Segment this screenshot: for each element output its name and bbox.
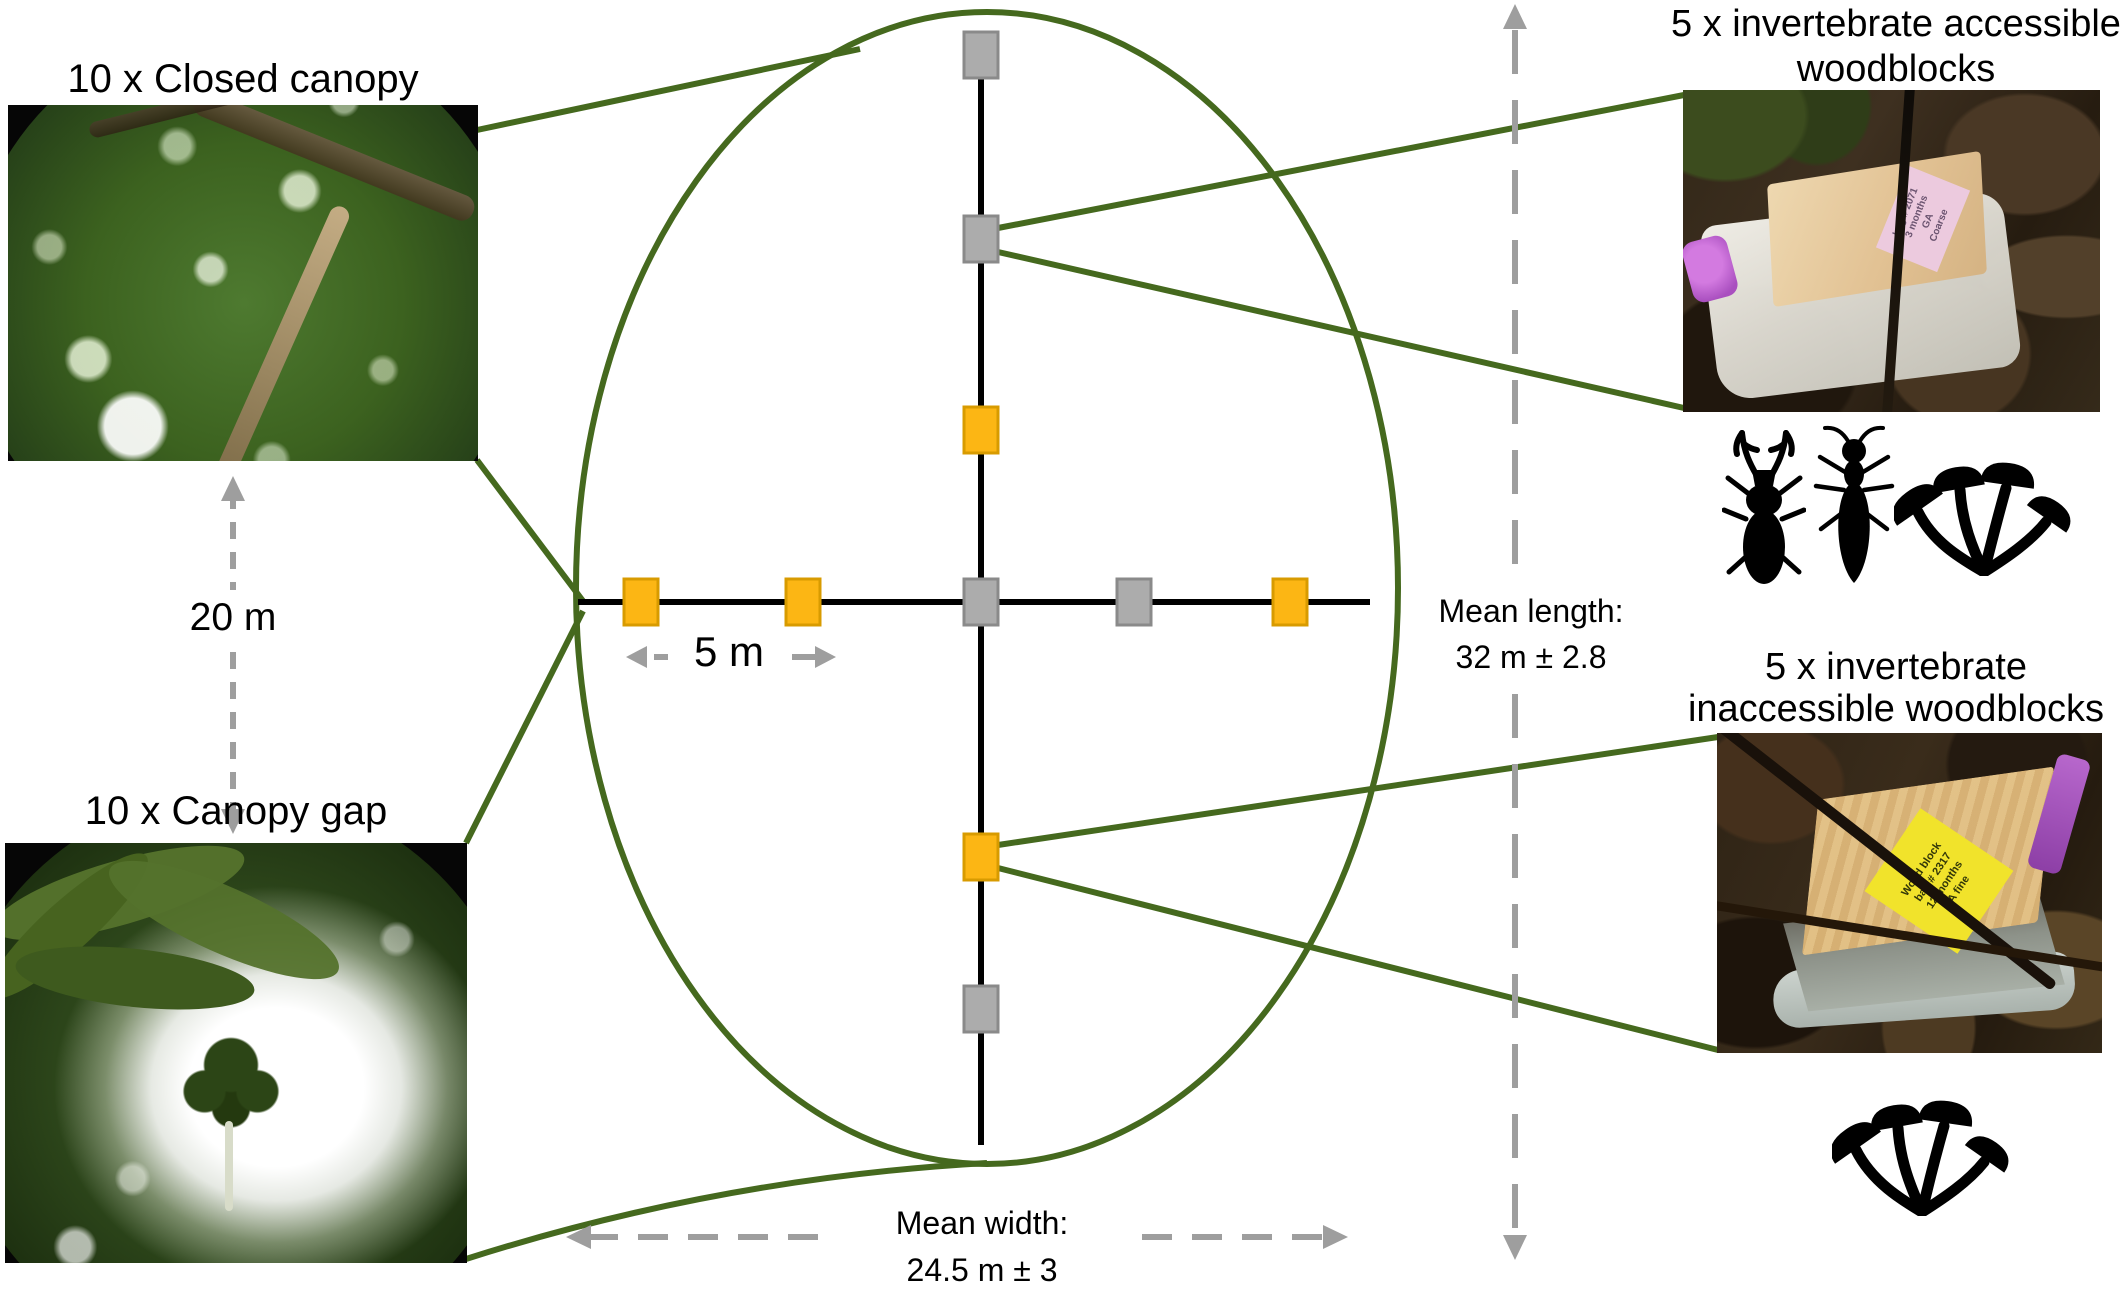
woodblock-marker-inaccessible [784, 577, 822, 627]
block-spacing-label: 5 m [693, 628, 764, 675]
woodblock-marker-inaccessible [622, 577, 660, 627]
fungi-icon [1892, 448, 2074, 581]
woodblock-marker-accessible [962, 984, 1000, 1034]
tree-trunk-texture [199, 203, 353, 461]
arrowhead-5m-right [815, 646, 836, 668]
accessible-woodblock-photo: bag # 2071 3 months GA Coarse [1683, 90, 2100, 412]
accessible-title-line2: woodblocks [1796, 48, 1996, 90]
mean-length-line1: Mean length: [1438, 593, 1624, 629]
small-tree-stem [225, 1121, 233, 1211]
woodblock-marker-accessible [962, 214, 1000, 264]
arrowhead-20m-up [221, 476, 245, 501]
woodblock-markers [622, 30, 1309, 1034]
connector-inaccessible-bottom [997, 865, 1719, 1053]
woodblock-marker-inaccessible [962, 405, 1000, 455]
blue-edge-artifact [434, 843, 467, 869]
woodblock-marker-accessible [962, 577, 1000, 627]
fisheye-gap-view [5, 843, 467, 1263]
woodblock-marker-accessible [1115, 577, 1153, 627]
termite-icon [1812, 420, 1896, 601]
closed-canopy-title: 10 x Closed canopy [67, 57, 419, 101]
measure-arrows [230, 30, 1518, 1240]
inaccessible-title-line2: inaccessible woodblocks [1687, 688, 2105, 730]
woodblock-marker-inaccessible [1271, 577, 1309, 627]
connector-closed-canopy-top [476, 46, 861, 133]
connector-closed-canopy-bottom [474, 458, 586, 603]
closed-canopy-photo [8, 105, 478, 461]
connector-lines [463, 46, 1719, 1262]
inaccessible-title-line1: 5 x invertebrate [1765, 646, 2027, 688]
canopy-gap-title: 10 x Canopy gap [84, 789, 388, 833]
connector-gap-photo-bottom [465, 1160, 988, 1262]
connector-gap-photo-top [463, 609, 586, 845]
mean-width-label: Mean width: 24.5 m ± 3 [832, 1200, 1132, 1294]
connector-inaccessible-top [997, 734, 1719, 848]
fungi-icon [1830, 1082, 2012, 1221]
connector-accessible-bottom [997, 249, 1685, 411]
arrowhead-20m-down [221, 809, 245, 834]
arrowhead-5m-left [626, 646, 647, 668]
stag-beetle-icon [1721, 420, 1807, 601]
mean-length-line2: 32 m ± 2.8 [1455, 639, 1607, 675]
mean-length-label: Mean length: 32 m ± 2.8 [1380, 588, 1682, 680]
gap-spacing-label: 20 m [189, 596, 277, 639]
arrowhead-length-up [1503, 4, 1527, 29]
arrowhead-width-right [1323, 1225, 1348, 1249]
mean-width-line2: 24.5 m ± 3 [906, 1252, 1058, 1288]
accessible-title-line1: 5 x invertebrate accessible [1671, 3, 2121, 45]
woodblock-marker-inaccessible [962, 832, 1000, 882]
inaccessible-woodblocks-title: 5 x invertebrate inaccessible woodblocks [1664, 646, 2128, 730]
canopy-gap-photo [5, 843, 467, 1263]
mean-width-line1: Mean width: [895, 1205, 1069, 1241]
fisheye-canopy-view [8, 105, 478, 461]
connector-accessible-top [997, 92, 1685, 231]
arrowhead-width-left [566, 1225, 591, 1249]
accessible-woodblocks-title: 5 x invertebrate accessible woodblocks [1664, 2, 2128, 92]
inaccessible-woodblock-photo: Wood block bag # 2317 12 months GA fine [1717, 733, 2102, 1053]
arrowhead-length-down [1503, 1235, 1527, 1260]
woodblock-marker-accessible [962, 30, 1000, 80]
measure-arrowheads [221, 4, 1527, 1260]
